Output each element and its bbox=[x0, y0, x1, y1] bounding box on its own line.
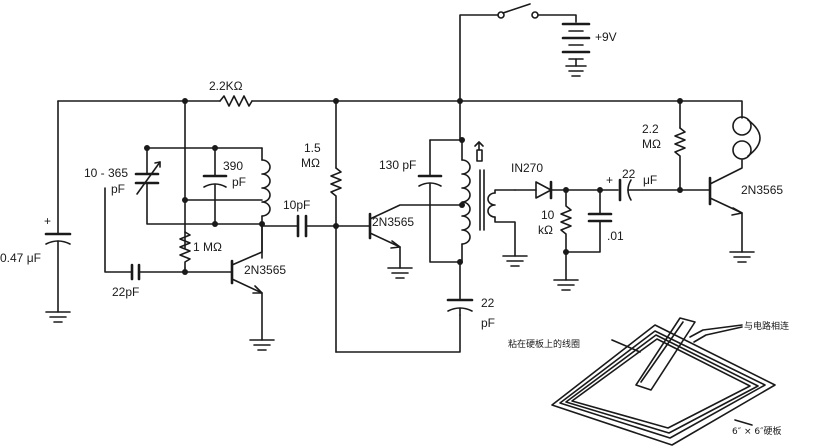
supply-label: +9V bbox=[595, 30, 617, 44]
bypass-capacitor bbox=[44, 100, 72, 323]
tune-cap-label-b: pF bbox=[111, 182, 125, 196]
det-cap-label: .01 bbox=[607, 229, 624, 243]
emit-cap-label-b: pF bbox=[481, 316, 495, 330]
battery-symbol bbox=[561, 22, 591, 77]
q3-label: 2N3565 bbox=[741, 183, 783, 197]
top-rail bbox=[57, 95, 743, 119]
r-det-label-b: kΩ bbox=[538, 223, 553, 237]
out-cap-plus: + bbox=[606, 173, 613, 187]
fb-cap-label: 22pF bbox=[112, 285, 139, 299]
fixed-cap-label-b: pF bbox=[232, 175, 246, 189]
r-bias2-label-a: 1.5 bbox=[304, 141, 321, 155]
fixed-cap-label-a: 390 bbox=[223, 159, 243, 173]
couple-capacitor bbox=[261, 214, 337, 238]
inset-connect-label: 与电路相连 bbox=[744, 320, 789, 332]
r-coll-label-b: MΩ bbox=[642, 137, 661, 151]
power-switch bbox=[459, 3, 577, 102]
tank-right bbox=[417, 100, 528, 316]
r-det-label-a: 10 bbox=[541, 208, 555, 222]
inset-board-label: 6″ × 6″硬板 bbox=[732, 425, 781, 437]
inset-board bbox=[551, 317, 776, 446]
out-cap-label-b: μF bbox=[643, 173, 657, 187]
bypass-cap-label: 0.47 μF bbox=[0, 251, 41, 265]
r-feed-label: 2.2KΩ bbox=[209, 79, 243, 93]
r-coll-label-a: 2.2 bbox=[642, 122, 659, 136]
junction-dots bbox=[144, 98, 683, 275]
inset-coil-label: 粘在硬板上的线圈 bbox=[508, 338, 580, 350]
bias-resistor-1 bbox=[179, 231, 191, 269]
diode-label: IN270 bbox=[511, 161, 543, 175]
emit-cap-label-a: 22 bbox=[481, 296, 495, 310]
q2-label: 2N3565 bbox=[372, 215, 414, 229]
q2-stage bbox=[330, 100, 461, 353]
q3-stage bbox=[674, 100, 761, 263]
out-cap-label-a: 22 bbox=[622, 167, 636, 181]
r-bias2-label-b: MΩ bbox=[301, 156, 320, 170]
q1-label: 2N3565 bbox=[244, 263, 286, 277]
tank-cap-label: 130 pF bbox=[379, 158, 416, 172]
r-bias1-label: 1 MΩ bbox=[193, 240, 222, 254]
tune-cap-label-a: 10 - 365 bbox=[84, 166, 128, 180]
tank-left bbox=[134, 100, 271, 259]
couple-cap-label: 10pF bbox=[283, 198, 310, 212]
bypass-plus: + bbox=[44, 214, 51, 228]
